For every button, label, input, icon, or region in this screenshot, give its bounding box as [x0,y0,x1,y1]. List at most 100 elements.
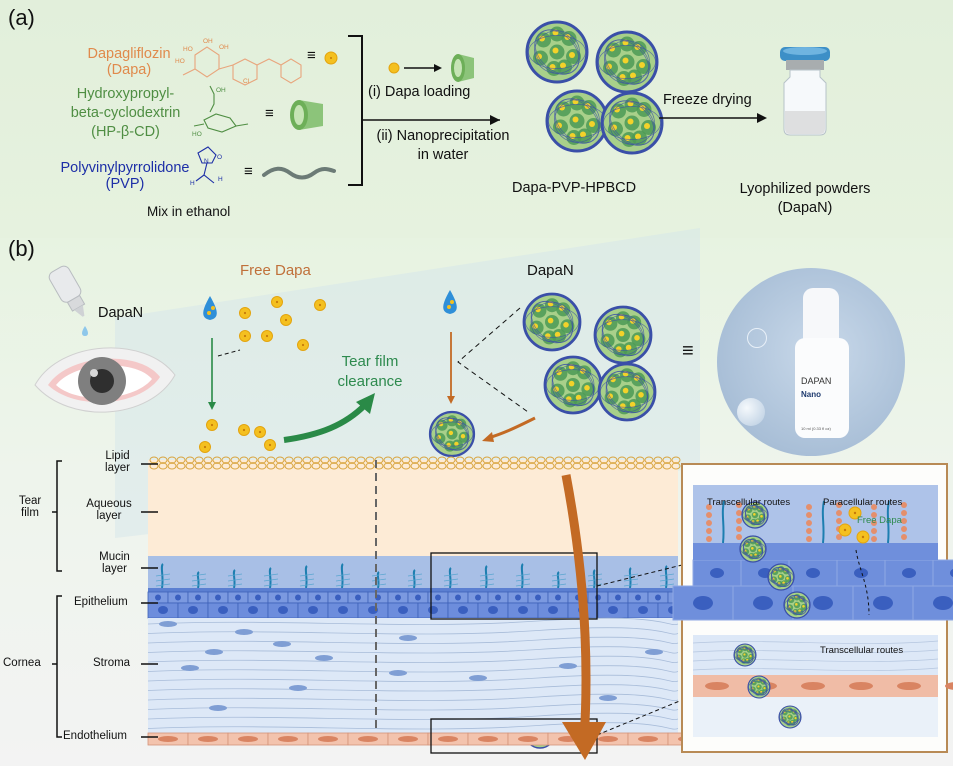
product-nanoparticle-icon [595,30,659,94]
product-sub: Nano [801,390,821,399]
pvp-name-line2: (PVP) [105,176,145,192]
step2-line2: in water [417,147,469,163]
penetrating-nanoparticle-icon [428,410,476,458]
equiv-symbol-b: ≡ [682,340,694,362]
panel-b-label: (b) [8,236,35,261]
aqueous-layer [148,460,678,556]
product-volume: 10 ml (0.33 fl oz) [801,426,831,431]
step2-line1: (ii) Nanoprecipitation [376,128,510,144]
dapa-name-line2: (Dapa) [106,62,152,78]
endothelium-label: Endothelium [63,730,127,742]
water-drop-icon [203,296,217,320]
chem-ho-2: HO [175,58,185,65]
dapa-dot-icon [324,51,338,65]
chem-oh: OH [203,38,213,45]
inset-bottom-transcellular-label: Transcellular routes [820,645,904,656]
drop-drug-dot [450,300,454,304]
bottle-cap [803,288,839,340]
powder-label: Lyophilized powders (DapaN) [735,180,875,218]
eye-drop-bottle-icon [48,265,88,336]
product-nanoparticle-icon [600,91,664,155]
clearance-line2: clearance [337,373,403,390]
lipid-line1: Lipid [105,450,130,462]
penetration-arrow [561,474,591,741]
dapa-dot-icon [206,419,218,431]
inset-nanoparticle-icon [778,705,802,729]
endothelium-layer [147,732,709,746]
tear-film-label: Tear film [10,495,50,519]
free-dapa-label: Free Dapa [240,262,311,279]
hpbcd-name-line3: (HP-β-CD) [91,124,160,140]
dapa-dot-icon [848,506,862,520]
inset-transcellular-label: Transcellular routes [707,497,791,508]
dapan-nanoparticle-icon [543,355,603,415]
dapa-dot-icon [239,307,251,319]
dapa-dot-icon [238,424,250,436]
dapan-nanoparticle-icon [522,292,582,352]
drop-drug-dot [447,305,451,309]
dapa-dot-icon [271,296,283,308]
cornea-label: Cornea [3,657,41,669]
aqueous-line1: Aqueous [86,498,132,510]
dapa-dot-icon [199,441,211,453]
equiv-symbol-pvp: ≡ [244,163,253,180]
lipid-line2: layer [105,462,130,474]
chem-h-2: H [218,176,223,183]
bottle-body: DAPAN Nano 10 ml (0.33 fl oz) [795,338,849,438]
hpbcd-structure: OH HO [192,85,249,138]
dapa-dot-icon [264,439,276,451]
freeze-drying-label: Freeze drying [663,92,752,108]
inset-nanoparticle-icon [747,675,771,699]
dapan-label: DapaN [527,262,574,279]
chem-o: O [217,154,222,161]
inset-endothelium-routes [692,635,953,737]
dapa-dot-icon [239,330,251,342]
dapa-dot-icon [254,426,266,438]
stroma-label: Stroma [93,657,131,669]
dapan-nanoparticle-icon [593,305,653,365]
green-down-arrowhead [208,402,216,410]
inset-nanoparticle-icon [733,643,757,667]
tear-film-line2: film [21,507,39,519]
inset-nanoparticle-icon [741,501,769,529]
lipid-label: Lipid layer [95,450,140,474]
dashed-zoom-lines [457,307,529,413]
hpbcd-name-line2: beta-cyclodextrin [70,105,181,121]
zoom-connector-top [596,564,683,587]
inset-free-dapa-label: Free Dapa [857,515,902,526]
inset-nanoparticle-icon [783,591,811,619]
dapa-structure: OH HO OH HO Cl [175,38,302,86]
lipid-layer [149,456,681,470]
zoom-connector-bottom [596,699,683,736]
chem-cl: Cl [243,78,250,85]
dapa-dot-icon [314,299,326,311]
mucin-strands [155,563,675,589]
cyclodextrin-icon [290,100,323,130]
clearance-arrow [283,402,368,443]
step2-label: (ii) Nanoprecipitation in water [368,127,518,165]
clearance-line1: Tear film [341,353,399,370]
inset-nanoparticle-icon [767,563,795,591]
equiv-symbol-hpbcd: ≡ [265,105,274,122]
layer-brackets [52,460,158,738]
powder-line2: (DapaN) [777,200,833,216]
mucin-line2: layer [102,563,127,575]
dapa-dot-icon [280,314,292,326]
drop-drug-dot [211,306,215,310]
hpbcd-name: Hydroxypropyl- beta-cyclodextrin (HP-β-C… [58,85,193,142]
chem-oh-hp: OH [216,87,226,94]
chem-oh-2: OH [219,44,229,51]
dapa-dot-icon [297,339,309,351]
inset-paracellular-label: Paracellular routes [823,497,903,508]
dapa-name-line1: Dapagliflozin [87,46,171,62]
panel-a-label: (a) [8,5,35,30]
dashed-connector [217,349,241,357]
aqueous-line2: layer [96,510,122,522]
product-nanoparticle-icon [525,20,589,84]
clearance-arrowhead [356,393,375,414]
penetration-arrowhead [562,722,606,760]
pvp-name: Polyvinylpyrrolidone (PVP) [55,160,195,192]
dapa-dot-icon [261,330,273,342]
